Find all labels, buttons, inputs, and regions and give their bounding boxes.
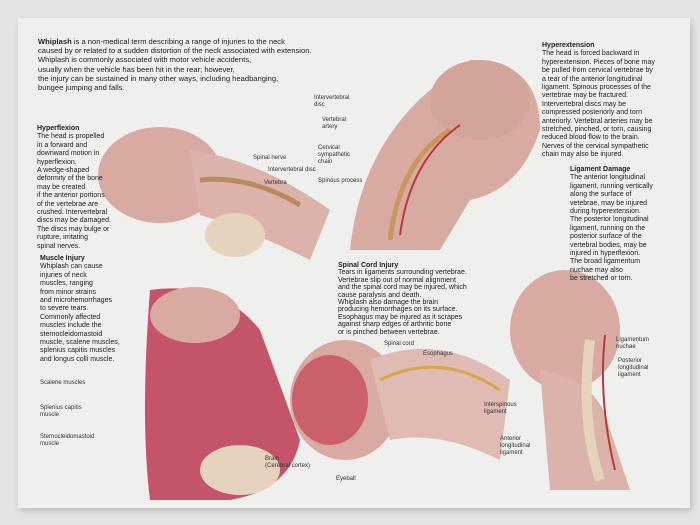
ligament-title: Ligament Damage — [570, 166, 631, 173]
muscle-text: Whiplash can cause injuries of neck musc… — [40, 263, 120, 363]
label-esophagus: Esophagus — [423, 351, 454, 357]
label-eyeball: Eyeball — [336, 476, 356, 482]
label-anterior-ligament: Anterior longitudinal ligament — [500, 436, 531, 456]
ligament-text: The anterior longitudinal ligament, runn… — [570, 174, 653, 283]
hyperextension-title: Hyperextension — [542, 42, 595, 49]
label-spinous-process: Spinous process — [318, 178, 363, 184]
label-spinal-cord: Spinal cord — [384, 341, 415, 347]
label-intervertebral-disc: Intervertebral disc — [268, 167, 316, 173]
hyperextension-figure — [350, 60, 540, 250]
intro-text: Whiplash is a non-medical term describin… — [38, 37, 312, 92]
poster — [18, 18, 690, 508]
label-interspinous-ligament: Interspinous ligament — [484, 402, 517, 415]
label-vertebral-artery: Vertebral artery — [322, 117, 347, 130]
hyperflexion-title: Hyperflexion — [37, 125, 80, 132]
muscle-figure — [145, 287, 300, 500]
label-spinal-nerve: Spinal nerve — [253, 155, 287, 161]
label-intervertebral-disc-2: Intervertebral disc — [314, 95, 350, 108]
spinal-title: Spinal Cord Injury — [338, 262, 399, 269]
muscle-title: Muscle Injury — [40, 255, 85, 262]
hyperflexion-figure — [98, 127, 330, 260]
label-posterior-ligament: Posterior longitudinal ligament — [618, 358, 649, 378]
spinal-cord-figure — [290, 340, 510, 460]
hyperflexion-text: The head is propelled in a forward and d… — [37, 133, 111, 250]
label-splenius: Splenius capitis muscle — [40, 405, 82, 418]
label-brain: Brain (Cerebral cortex) — [265, 456, 311, 469]
label-scalene: Scalene muscles — [40, 380, 86, 386]
illustrations — [98, 60, 630, 500]
label-sympathetic-chain: Cervical sympathetic chain — [318, 145, 351, 165]
intro-body: is a non-medical term describing a range… — [38, 37, 312, 93]
spinal-text: Tears in ligaments surrounding vertebrae… — [338, 269, 467, 336]
label-vertebra: Vertebra — [264, 180, 287, 186]
label-ligamentum-nuchae: Ligamentum nuchae — [616, 337, 650, 350]
hyperextension-text: The head is forced backward in hyperexte… — [542, 50, 655, 159]
intro-lead: Whiplash — [38, 37, 72, 46]
ligament-figure — [510, 270, 630, 490]
label-sternocleidomastoid: Sternocleidomastoid muscle — [40, 434, 95, 447]
